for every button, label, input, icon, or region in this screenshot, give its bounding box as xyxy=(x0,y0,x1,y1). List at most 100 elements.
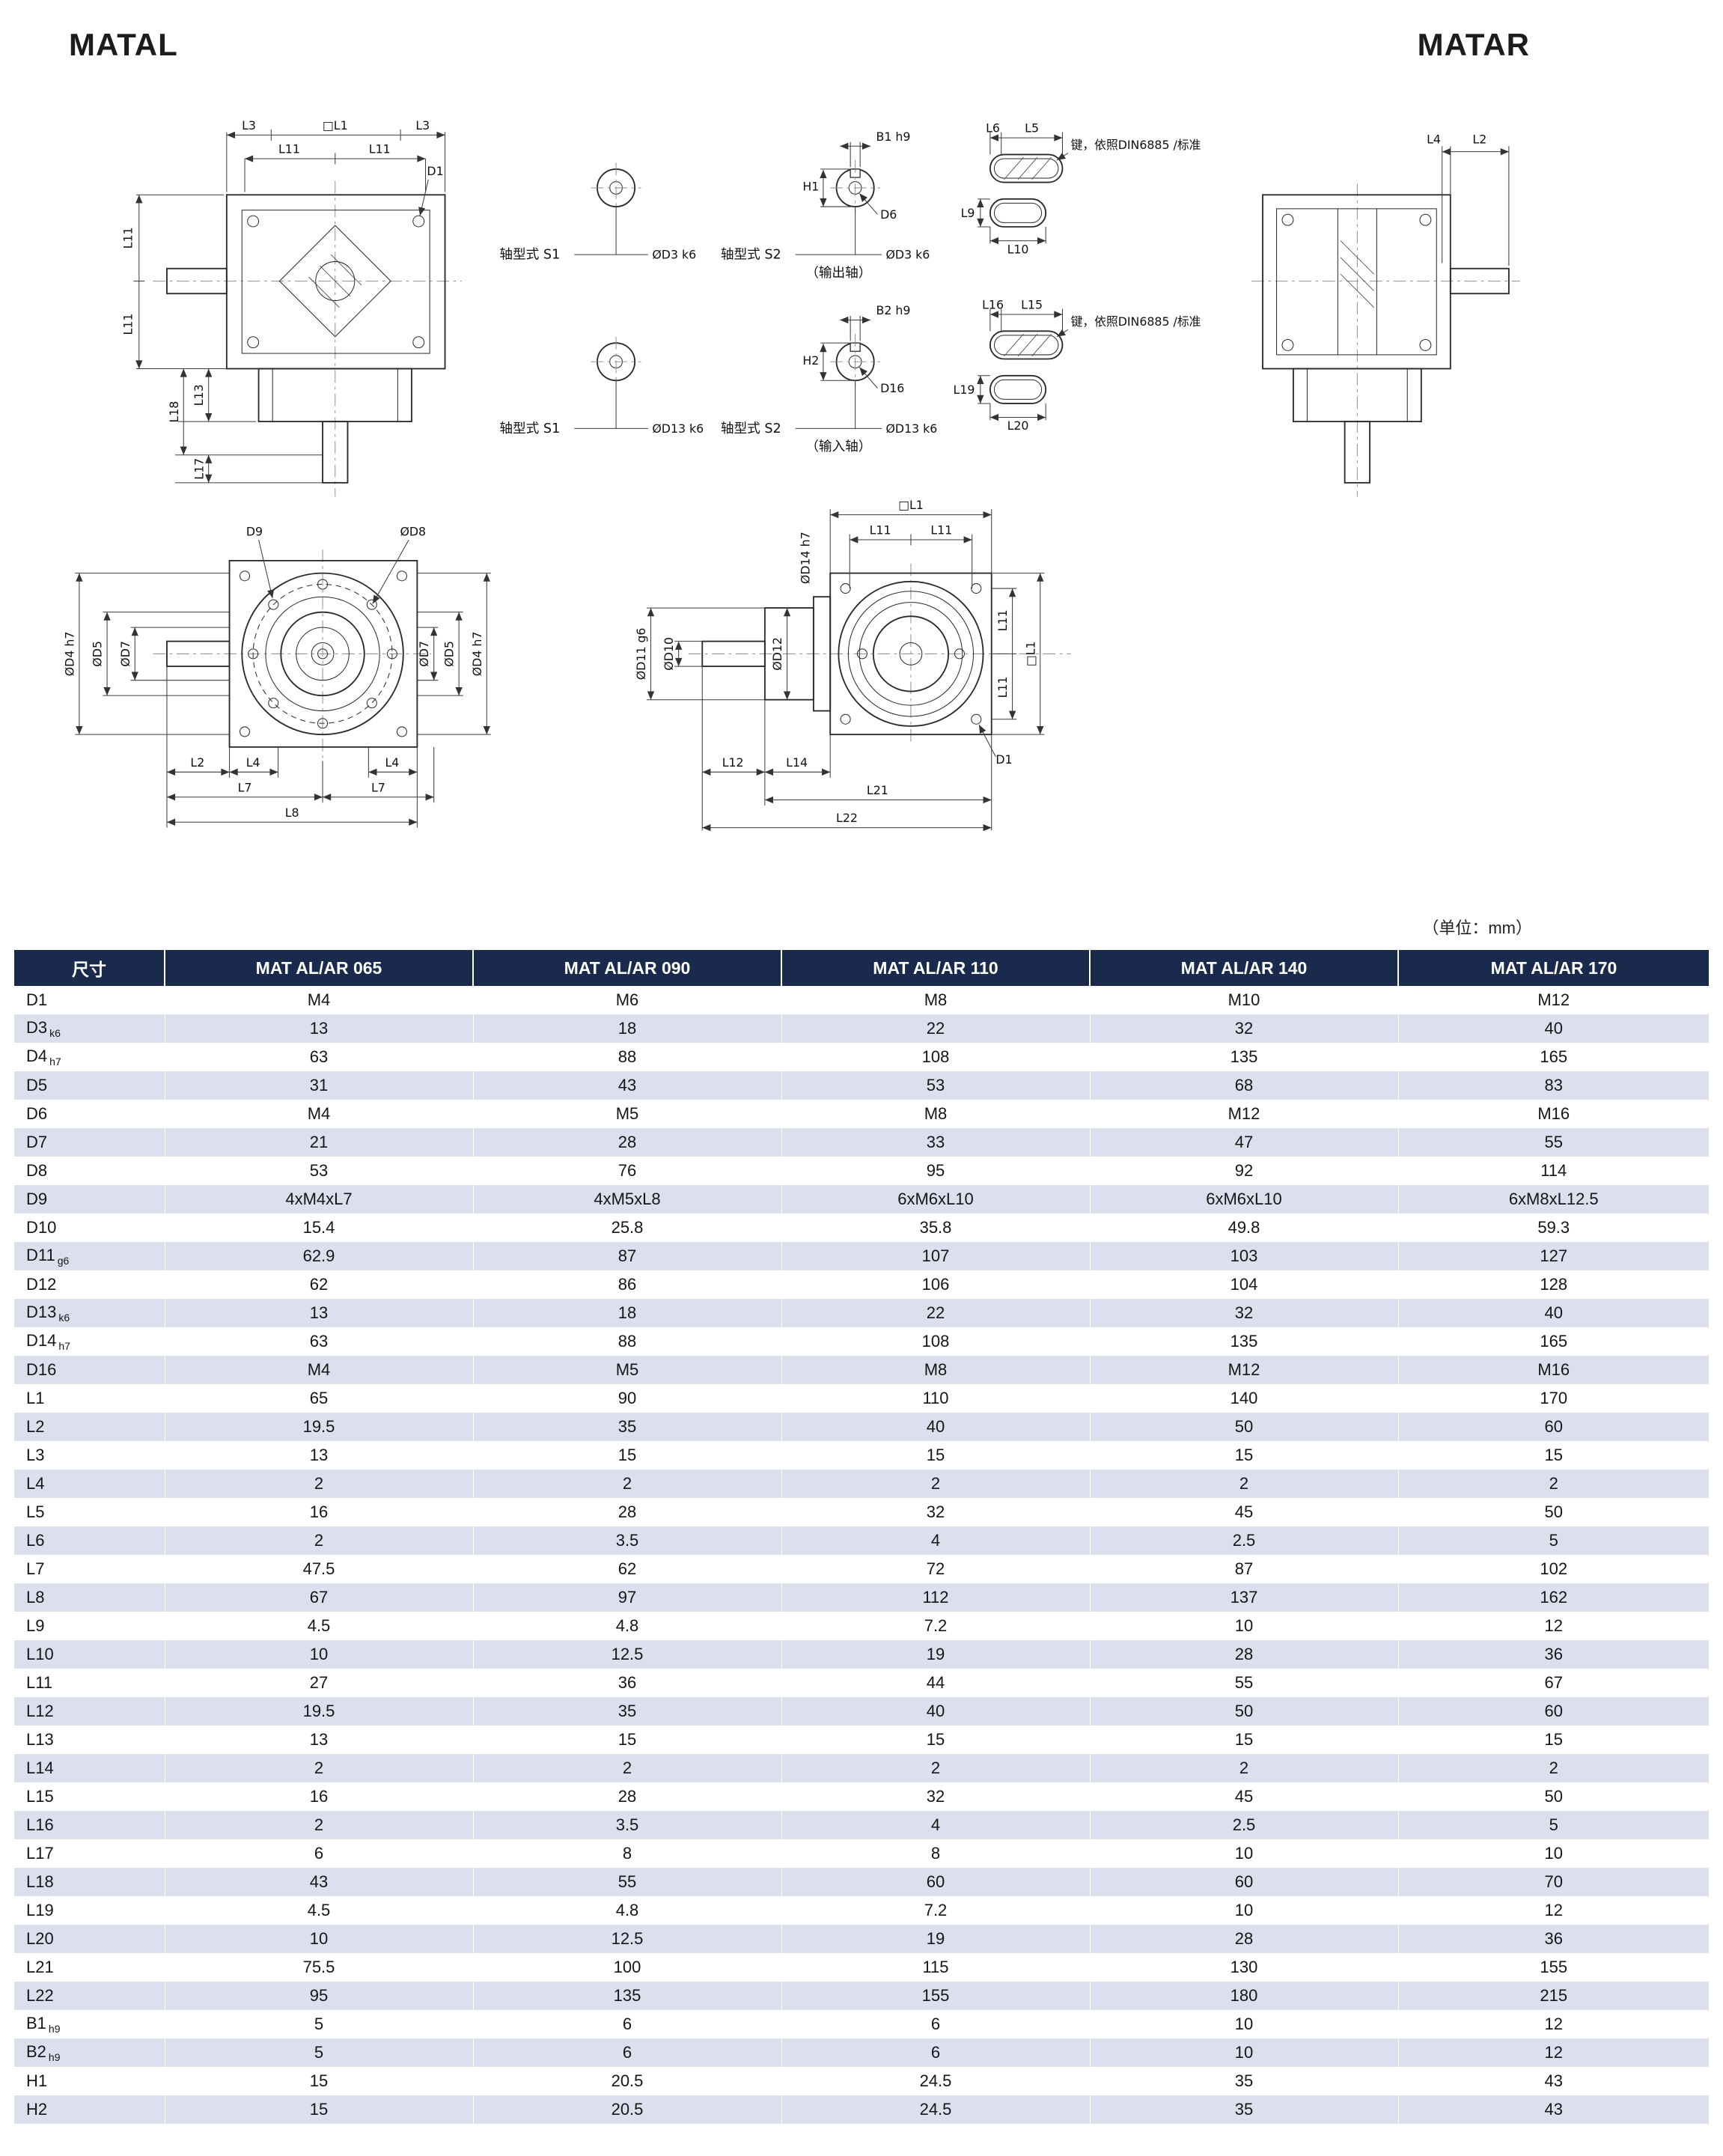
dimension-value: 18 xyxy=(473,1299,782,1327)
dimension-value: 130 xyxy=(1090,1953,1399,1982)
shaft-type-s2-output-drawing: B1 h9 H1 D6 轴型式 S2 ØD3 k6 （输出轴） xyxy=(721,130,930,281)
dimension-table: 尺寸 MAT AL/AR 065 MAT AL/AR 090 MAT AL/AR… xyxy=(14,950,1709,2124)
dimension-value: 5 xyxy=(1398,1526,1709,1555)
dimension-value: 12 xyxy=(1544,2015,1563,2033)
dimension-value: 165 xyxy=(1540,1047,1568,1066)
dim-label: L17 xyxy=(192,458,206,480)
dimension-value: 60 xyxy=(781,1868,1091,1896)
dimension-value: M6 xyxy=(473,986,782,1014)
dimension-value: 15 xyxy=(1090,1441,1399,1470)
dimension-value: M16 xyxy=(1398,1356,1709,1384)
dimension-value: 13 xyxy=(165,1726,474,1754)
dimension-value: 5 xyxy=(165,2038,474,2067)
dimension-value: 10 xyxy=(165,1925,474,1953)
dimension-value: 100 xyxy=(473,1953,782,1982)
shaft-type-s2-input-drawing: B2 h9 H2 D16 轴型式 S2 ØD13 k6 （输入轴） xyxy=(721,303,938,454)
dim-label: D6 xyxy=(880,207,897,222)
dimension-value: 19 xyxy=(781,1640,1091,1669)
dimension-label: L14 xyxy=(14,1754,165,1782)
dimension-label: D7 xyxy=(14,1128,165,1157)
dimension-value: 97 xyxy=(473,1583,782,1612)
dimension-value: 86 xyxy=(473,1270,782,1299)
dim-label: L20 xyxy=(1007,418,1029,433)
dimension-value: 19 xyxy=(781,1925,1091,1953)
side-view-drawing: L4 L2 xyxy=(1251,133,1520,497)
dimension-value: 2 xyxy=(165,1754,474,1782)
dimension-value: 12 xyxy=(1544,1616,1563,1635)
dimension-value: 90 xyxy=(473,1384,782,1413)
dim-label: B1 h9 xyxy=(876,130,911,144)
dimension-value: 155 xyxy=(781,1982,1091,2010)
dimension-value: 108 xyxy=(781,1043,1091,1071)
key-din-note: 键，依照DIN6885 /标准 xyxy=(1071,314,1201,329)
dimension-value: 108 xyxy=(781,1327,1091,1356)
dimension-value: 50 xyxy=(1544,1502,1563,1521)
dimension-value: 215 xyxy=(1398,1982,1709,2010)
dim-label: D1 xyxy=(427,164,443,178)
dimension-value: 35 xyxy=(473,1697,782,1726)
dimension-value: 4xM4xL7 xyxy=(165,1185,474,1213)
dimension-value: 6xM6xL10 xyxy=(1090,1185,1399,1213)
dimension-value: 4.5 xyxy=(165,1612,474,1640)
dim-label: L22 xyxy=(836,811,858,825)
dimension-value: 28 xyxy=(473,1128,782,1157)
dimension-value: 50 xyxy=(1090,1413,1399,1441)
dimension-label: L3 xyxy=(14,1441,165,1470)
page-title-matal: MATAL xyxy=(69,27,178,62)
dimension-value: M8 xyxy=(781,1356,1091,1384)
dimension-value: 2 xyxy=(165,1811,474,1839)
dimension-label: L5 xyxy=(14,1498,165,1526)
dimension-value: 8 xyxy=(473,1839,782,1868)
dimension-value: 2.5 xyxy=(1090,1526,1399,1555)
dimension-label: L19 xyxy=(14,1896,165,1925)
dimension-label: L7 xyxy=(14,1555,165,1583)
dimension-value: M16 xyxy=(1537,1104,1570,1123)
dimension-value: M12 xyxy=(1090,1100,1399,1128)
dimension-label: L2 xyxy=(14,1413,165,1441)
dimension-value: 62 xyxy=(165,1270,474,1299)
dimension-value: M5 xyxy=(473,1100,782,1128)
dim-label: ØD13 k6 xyxy=(652,421,704,436)
dimension-value: 104 xyxy=(1090,1270,1399,1299)
dimension-value: 8 xyxy=(781,1839,1091,1868)
dim-label: L8 xyxy=(285,806,299,820)
dim-label: L21 xyxy=(867,783,888,797)
dimension-label: L8 xyxy=(14,1583,165,1612)
dimension-value: 6 xyxy=(781,2038,1091,2067)
dim-label: L11 xyxy=(278,142,300,156)
dimension-label: L21 xyxy=(14,1953,165,1982)
dimension-value: 165 xyxy=(1540,1332,1568,1350)
dimension-value: 127 xyxy=(1398,1242,1709,1270)
dimension-label: L10 xyxy=(14,1640,165,1669)
front-view-drawing: L3 □L1 L3 L11 L11 D1 L11 L11 xyxy=(121,118,462,497)
dimension-label: D10 xyxy=(14,1213,165,1242)
dimension-value: 60 xyxy=(1398,1413,1709,1441)
dimension-value: 19.5 xyxy=(165,1413,474,1441)
dimension-value: 18 xyxy=(473,1014,782,1043)
dimension-value: 13 xyxy=(165,1441,474,1470)
dimension-value: 135 xyxy=(473,1982,782,2010)
dimension-value: 12.5 xyxy=(473,1640,782,1669)
dimension-value: 13 xyxy=(165,1014,474,1043)
dim-label: ØD13 k6 xyxy=(886,421,938,436)
dimension-value: 4.5 xyxy=(165,1896,474,1925)
dim-label: B2 h9 xyxy=(876,303,911,317)
dimension-value: M8 xyxy=(781,986,1091,1014)
dimension-value: 6 xyxy=(165,1839,474,1868)
dimension-value: 6 xyxy=(781,2010,1091,2038)
